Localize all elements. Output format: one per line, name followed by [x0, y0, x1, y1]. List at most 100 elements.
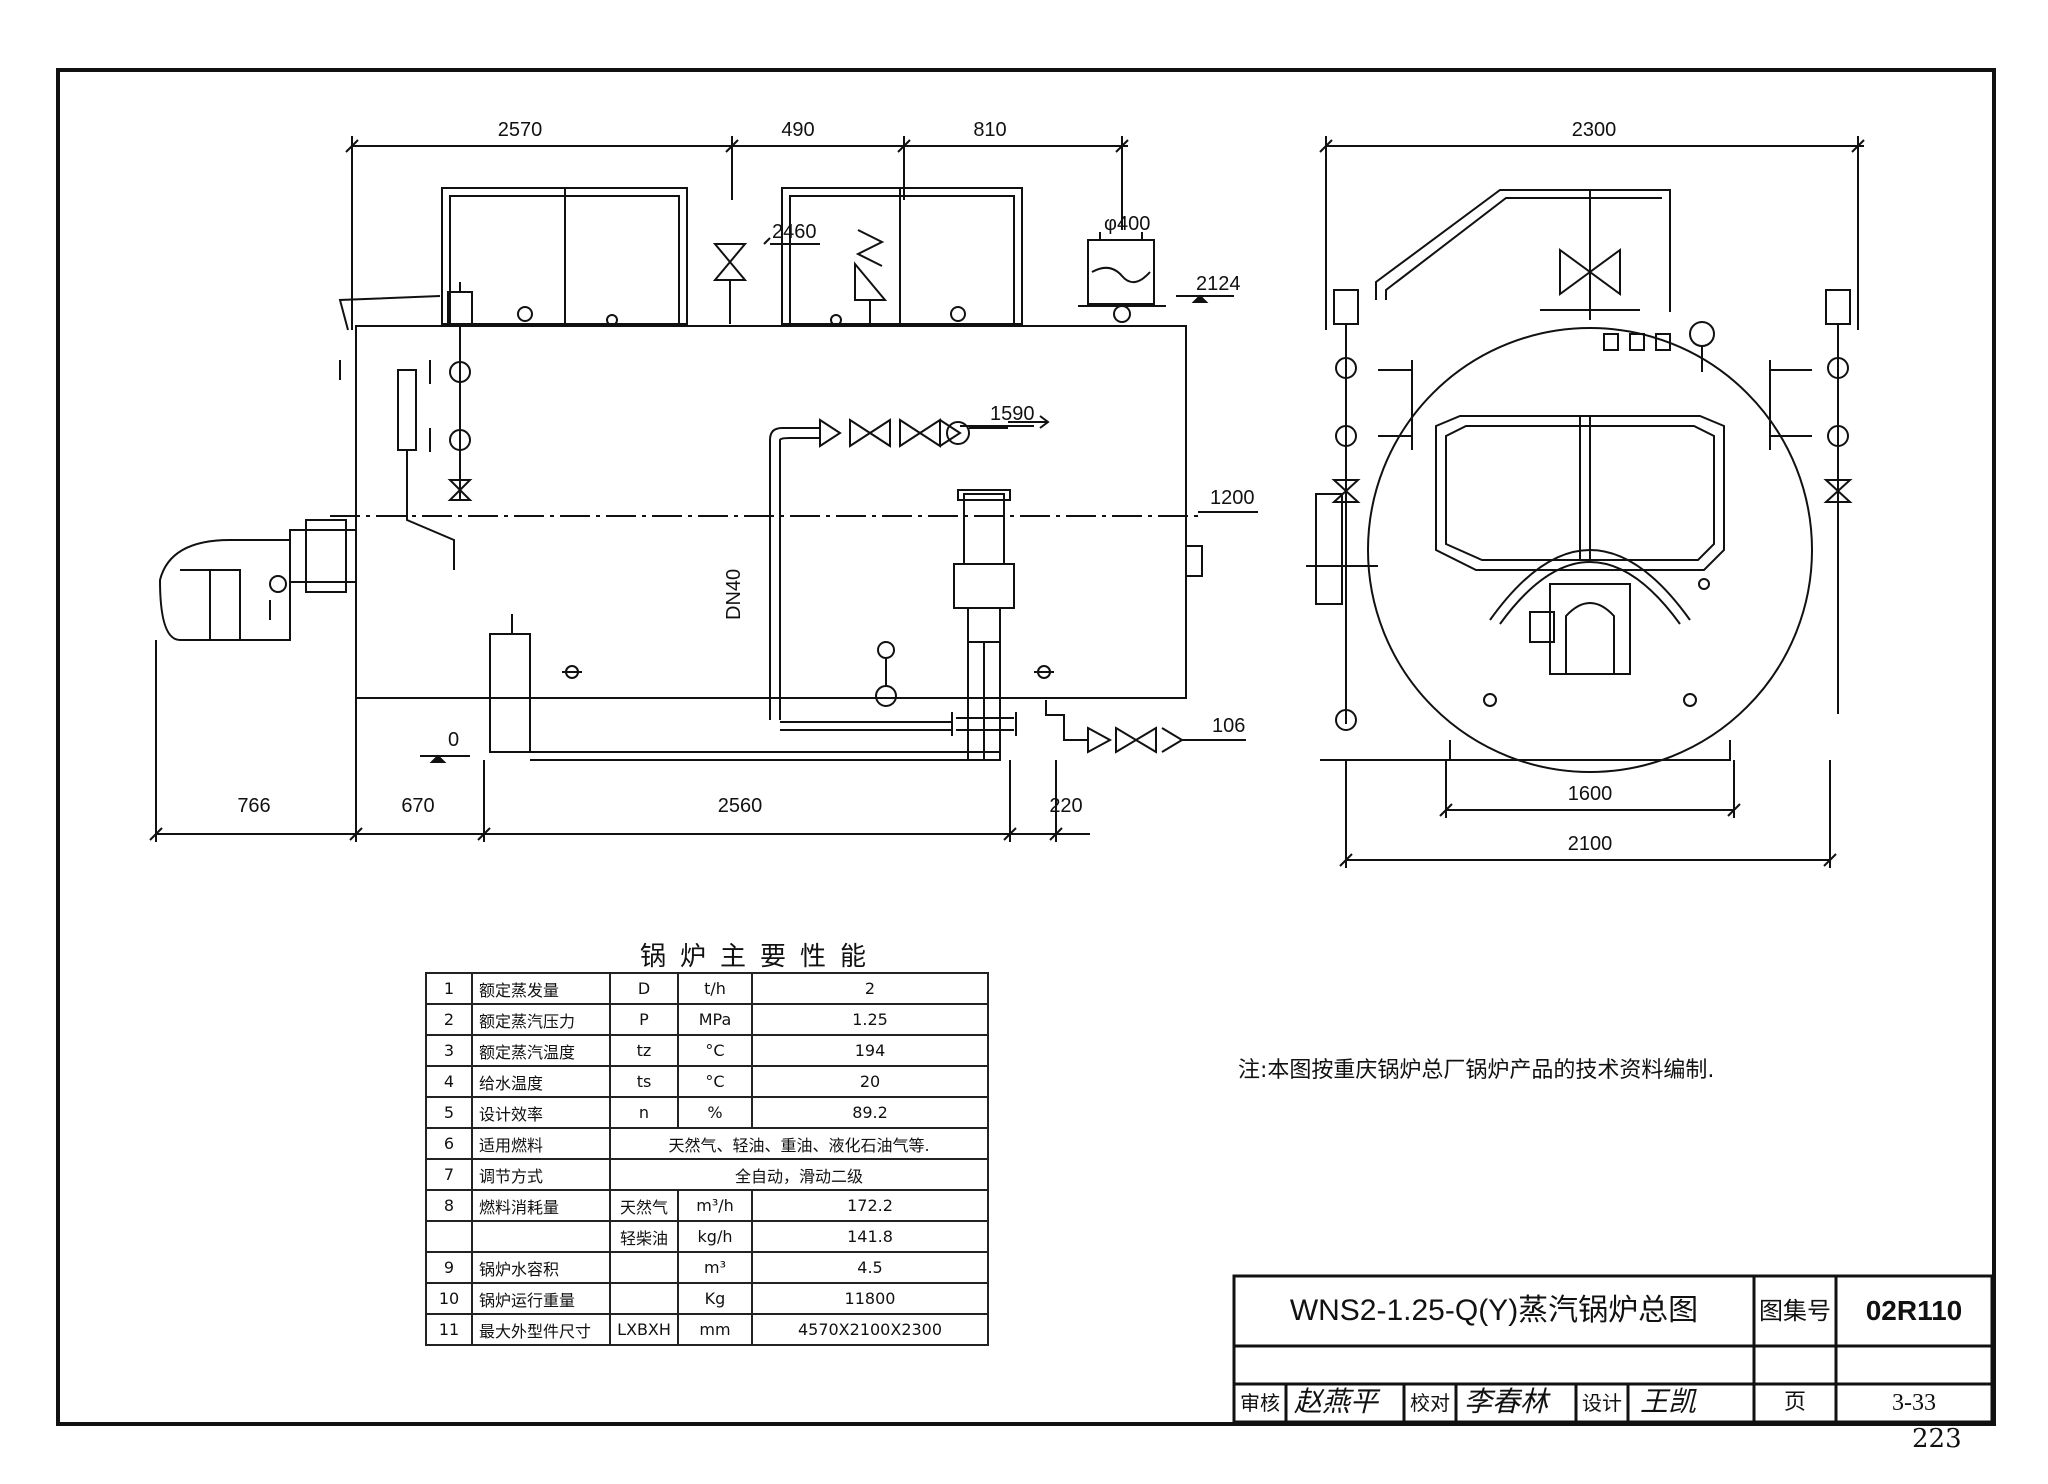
row-no: 1 — [425, 972, 473, 1005]
row-unit: % — [677, 1096, 753, 1129]
row-symbol: D — [609, 972, 679, 1005]
row-no: 2 — [425, 1003, 473, 1036]
row-symbol: 轻柴油 — [609, 1220, 679, 1253]
dim-top-3: 810 — [973, 119, 1006, 141]
performance-table: 1 额定蒸发量 D t/h 2 2 额定蒸汽压力 P MPa 1.25 3 额定… — [425, 972, 989, 1346]
elevation-0: 0 — [448, 729, 459, 751]
performance-title: 锅炉主要性能 — [639, 942, 880, 972]
design-label: 设计 — [1582, 1391, 1622, 1415]
atlas-number: 02R110 — [1865, 1295, 1963, 1326]
front-view: DN40 — [149, 136, 1258, 842]
row-value: 1.25 — [751, 1003, 989, 1036]
row-span-value: 天然气、轻油、重油、液化石油气等. — [609, 1127, 989, 1160]
table-row: 9 锅炉水容积 m³ 4.5 — [425, 1251, 989, 1284]
row-name — [471, 1220, 611, 1253]
table-row: 2 额定蒸汽压力 P MPa 1.25 — [425, 1003, 989, 1036]
row-unit: Kg — [677, 1282, 753, 1315]
row-no: 4 — [425, 1065, 473, 1098]
row-name: 给水温度 — [471, 1065, 611, 1098]
design-signature: 王凯 — [1640, 1385, 1697, 1418]
dim-bottom-2: 670 — [401, 795, 434, 817]
row-value: 4570X2100X2300 — [751, 1313, 989, 1346]
row-no: 11 — [425, 1313, 473, 1346]
row-symbol — [609, 1251, 679, 1284]
elevation-2460: 2460 — [772, 221, 817, 243]
row-symbol: 天然气 — [609, 1189, 679, 1222]
row-unit: °C — [677, 1034, 753, 1067]
row-name: 适用燃料 — [471, 1127, 611, 1160]
review-label: 审核 — [1240, 1391, 1280, 1415]
table-row: 8 燃料消耗量 天然气 m³/h 172.2 — [425, 1189, 989, 1222]
table-row: 6 适用燃料 天然气、轻油、重油、液化石油气等. — [425, 1127, 989, 1160]
dim-top-2: 490 — [781, 119, 814, 141]
row-name: 燃料消耗量 — [471, 1189, 611, 1222]
row-value: 172.2 — [751, 1189, 989, 1222]
chimney-diameter: φ400 — [1104, 213, 1150, 235]
dim-bottom-3: 2560 — [718, 795, 763, 817]
row-no: 3 — [425, 1034, 473, 1067]
side-dim-outer: 2100 — [1568, 833, 1613, 855]
row-no: 9 — [425, 1251, 473, 1284]
table-row: 10 锅炉运行重量 Kg 11800 — [425, 1282, 989, 1315]
row-value: 20 — [751, 1065, 989, 1098]
row-unit: mm — [677, 1313, 753, 1346]
dim-bottom-1: 766 — [237, 795, 270, 817]
check-signature: 李春林 — [1464, 1385, 1549, 1418]
row-name: 锅炉水容积 — [471, 1251, 611, 1284]
row-symbol: ts — [609, 1065, 679, 1098]
elevation-2124: 2124 — [1196, 273, 1241, 295]
table-row: 4 给水温度 ts °C 20 — [425, 1065, 989, 1098]
elevation-1200: 1200 — [1210, 487, 1255, 509]
elevation-106: 106 — [1212, 715, 1245, 737]
table-row: 5 设计效率 n % 89.2 — [425, 1096, 989, 1129]
row-symbol — [609, 1282, 679, 1315]
row-no: 8 — [425, 1189, 473, 1222]
row-unit: t/h — [677, 972, 753, 1005]
row-name: 锅炉运行重量 — [471, 1282, 611, 1315]
row-no: 7 — [425, 1158, 473, 1191]
side-dim-top: 2300 — [1572, 119, 1617, 141]
row-no — [425, 1220, 473, 1253]
row-name: 额定蒸汽压力 — [471, 1003, 611, 1036]
row-unit: °C — [677, 1065, 753, 1098]
table-row: 3 额定蒸汽温度 tz °C 194 — [425, 1034, 989, 1067]
atlas-label: 图集号 — [1759, 1297, 1831, 1325]
sheet-number: 3-33 — [1892, 1390, 1936, 1416]
row-no: 10 — [425, 1282, 473, 1315]
table-row: 7 调节方式 全自动，滑动二级 — [425, 1158, 989, 1191]
dim-bottom-4: 220 — [1049, 795, 1082, 817]
row-name: 调节方式 — [471, 1158, 611, 1191]
drawing-title: WNS2-1.25-Q(Y)蒸汽锅炉总图 — [1289, 1294, 1699, 1327]
row-span-value: 全自动，滑动二级 — [609, 1158, 989, 1191]
drawing-note: 注:本图按重庆锅炉总厂锅炉产品的技术资料编制. — [1238, 1058, 1715, 1083]
row-unit: kg/h — [677, 1220, 753, 1253]
row-symbol: n — [609, 1096, 679, 1129]
row-symbol: P — [609, 1003, 679, 1036]
row-value: 4.5 — [751, 1251, 989, 1284]
review-signature: 赵燕平 — [1294, 1385, 1379, 1418]
check-label: 校对 — [1410, 1391, 1450, 1415]
row-unit: MPa — [677, 1003, 753, 1036]
elevation-1590: 1590 — [990, 403, 1035, 425]
title-block-lines — [1232, 1274, 1994, 1424]
row-name: 设计效率 — [471, 1096, 611, 1129]
page-number: 223 — [1912, 1424, 1962, 1454]
side-view — [1306, 136, 1865, 868]
row-value: 11800 — [751, 1282, 989, 1315]
row-symbol: tz — [609, 1034, 679, 1067]
row-symbol: LXBXH — [609, 1313, 679, 1346]
row-no: 5 — [425, 1096, 473, 1129]
row-value: 141.8 — [751, 1220, 989, 1253]
row-unit: m³/h — [677, 1189, 753, 1222]
page-label: 页 — [1783, 1390, 1806, 1415]
elevation-marks — [420, 237, 1258, 763]
table-row: 1 额定蒸发量 D t/h 2 — [425, 972, 989, 1005]
row-name: 额定蒸汽温度 — [471, 1034, 611, 1067]
table-row: 轻柴油 kg/h 141.8 — [425, 1220, 989, 1253]
pipe-label: DN40 — [723, 569, 745, 620]
row-name: 额定蒸发量 — [471, 972, 611, 1005]
row-value: 2 — [751, 972, 989, 1005]
drawing-frame — [56, 68, 1996, 1426]
row-name: 最大外型件尺寸 — [471, 1313, 611, 1346]
